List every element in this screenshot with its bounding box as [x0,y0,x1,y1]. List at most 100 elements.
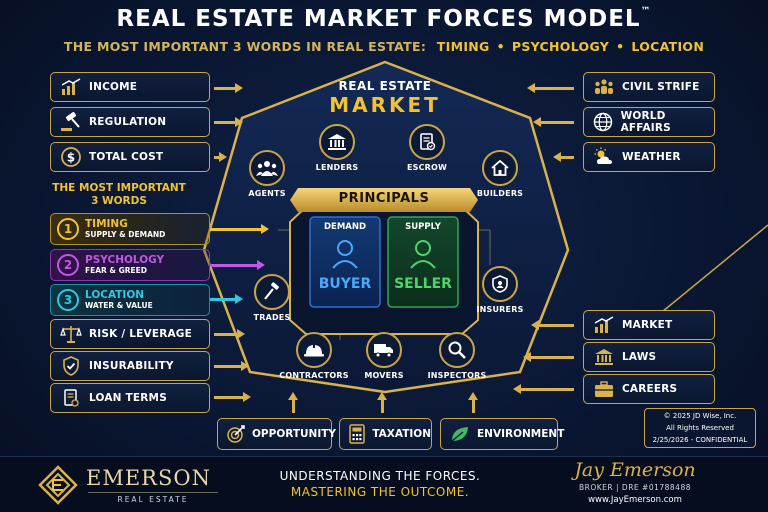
force-market: MARKET [583,310,715,340]
arrow-right [214,329,245,339]
force-label: ENVIRONMENT [477,428,565,440]
node-label: INSURERS [476,305,524,314]
emerson-logo-icon [38,465,78,505]
force-weather: WEATHER [583,142,715,172]
word-timing: 1 TIMING SUPPLY & DEMAND [50,213,210,245]
escrow-doc-icon [409,124,445,160]
document-icon [59,387,83,409]
arrow-right [214,83,243,93]
copyright-line: 2/25/2026 - CONFIDENTIAL [652,436,748,444]
bank-icon [319,124,355,160]
leaf-icon [449,423,471,445]
location-arrow [210,294,243,304]
copyright-line: All Rights Reserved [666,424,734,432]
truck-icon [366,332,402,368]
tagline-line2: MASTERING THE OUTCOME. [290,485,470,499]
arrow-left [523,352,574,362]
node-inspectors: INSPECTORS [422,332,492,380]
subtitle-prefix: THE MOST IMPORTANT 3 WORDS IN REAL ESTAT… [63,39,427,54]
arrow-right [214,361,249,371]
arrow-right [214,117,243,127]
word-number-badge: 1 [57,218,79,240]
subtitle-word-psychology: PSYCHOLOGY [511,39,610,54]
force-risk-leverage: RISK / LEVERAGE [50,319,210,349]
force-label: WEATHER [622,151,681,163]
title-text: REAL ESTATE MARKET FORCES MODEL [116,6,641,32]
most-important-heading: THE MOST IMPORTANT 3 WORDS [44,182,194,208]
briefcase-icon [592,378,616,400]
force-opportunity: OPPORTUNITY [217,418,336,450]
node-label: ESCROW [406,163,448,172]
node-label: CONTRACTORS [279,371,349,380]
force-label: CAREERS [622,383,678,395]
node-label: LENDERS [315,163,359,172]
globe-icon [592,111,615,133]
node-label: INSPECTORS [427,371,487,380]
force-world-affairs: WORLD AFFAIRS [583,107,715,137]
force-label: LOAN TERMS [89,392,167,404]
node-contractors: CONTRACTORS [279,332,349,380]
arrow-left [531,320,574,330]
arrow-left [527,83,574,93]
svg-text:$: $ [67,151,76,165]
target-icon [226,423,246,445]
force-regulation: REGULATION [50,107,210,137]
page-subtitle: THE MOST IMPORTANT 3 WORDS IN REAL ESTAT… [0,39,768,54]
force-taxation: TAXATION [339,418,432,450]
seller-person-icon [410,240,436,269]
node-trades: TRADES [237,274,307,322]
word-psychology: 2 PSYCHOLOGY FEAR & GREED [50,249,210,281]
calculator-icon [348,423,366,445]
license-text: BROKER | DRE #01788488 [579,483,691,492]
subtitle-word-location: LOCATION [631,39,705,54]
force-label: INCOME [89,81,138,93]
footer: EMERSON REAL ESTATE UNDERSTANDING THE FO… [0,456,768,512]
copyright-box: © 2025 JD Wise, Inc. All Rights Reserved… [644,408,756,448]
force-label: WORLD AFFAIRS [620,110,671,134]
dollar-icon: $ [59,146,83,168]
force-label: RISK / LEVERAGE [89,328,193,340]
insurer-shield-icon [482,266,518,302]
word-title: PSYCHOLOGY [85,254,165,266]
arrow-left [533,117,574,127]
node-label: AGENTS [248,189,286,198]
arrow-left [513,384,574,394]
seller-label: SELLER [394,276,452,292]
word-subtitle: WATER & VALUE [85,301,153,310]
page-title: REAL ESTATE MARKET FORCES MODEL™ [0,6,768,32]
market-heading-line1: REAL ESTATE [338,79,432,93]
buyer-person-icon [332,240,358,269]
word-subtitle: FEAR & GREED [85,266,147,275]
arrow-up [468,392,478,413]
bullet-separator: • [496,39,505,54]
force-total-cost: $ TOTAL COST [50,142,210,172]
node-label: MOVERS [364,371,404,380]
house-icon [482,150,518,186]
force-label: INSURABILITY [89,360,174,372]
node-label: TRADES [253,313,291,322]
hammer-icon [254,274,290,310]
demand-label: DEMAND [323,222,367,232]
force-civil-strife: CIVIL STRIFE [583,72,715,102]
heading-line: THE MOST IMPORTANT [52,182,186,194]
node-builders: BUILDERS [465,150,535,198]
copyright-line: © 2025 JD Wise, Inc. [663,412,737,420]
force-careers: CAREERS [583,374,715,404]
word-number-badge: 2 [57,254,79,276]
trademark-symbol: ™ [640,6,652,17]
force-label: REGULATION [89,116,167,128]
scales-icon [59,323,83,345]
timing-arrow [210,224,269,234]
node-lenders: LENDERS [302,124,372,172]
node-escrow: ESCROW [392,124,462,172]
psychology-arrow [210,260,265,270]
tagline-line1: UNDERSTANDING THE FORCES. [279,469,481,483]
word-title: LOCATION [85,289,145,301]
node-insurers: INSURERS [465,266,535,314]
buyer-label: BUYER [318,276,372,292]
website-link[interactable]: www.JayEmerson.com [588,495,682,505]
magnifier-icon [439,332,475,368]
signature: Jay Emerson [574,459,696,481]
word-number-badge: 3 [57,289,79,311]
arrow-left [553,152,574,162]
